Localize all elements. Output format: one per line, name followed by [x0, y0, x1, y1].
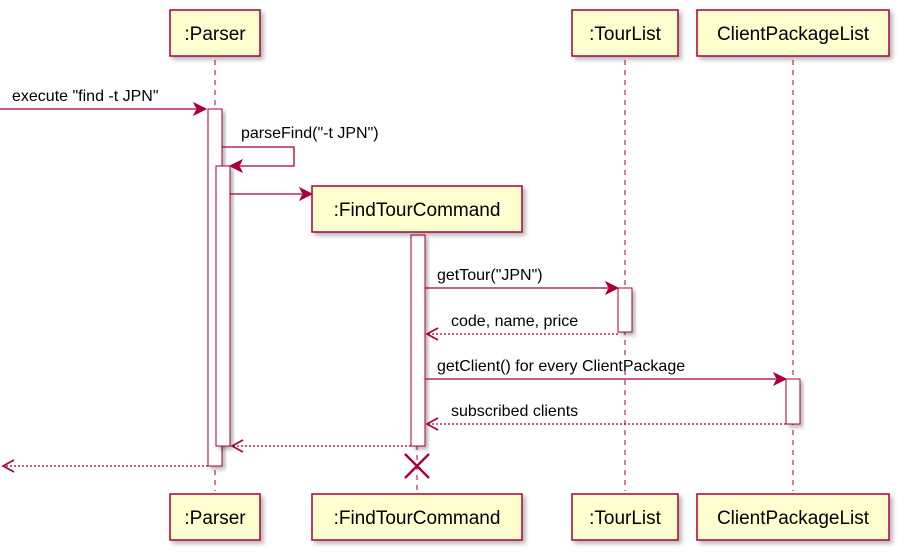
message-command-return [230, 439, 411, 453]
message-client-return: subscribed clients [425, 403, 786, 431]
participant-client-package-list-label: ClientPackageList [717, 24, 870, 45]
participant-tour-list-label: :TourList [589, 24, 662, 45]
message-tour-return: code, name, price [425, 313, 618, 341]
destroy-marker-icon [404, 453, 430, 479]
message-parse-find-label: parseFind("-t JPN") [241, 125, 379, 142]
participant-tour-list-top: :TourList [571, 9, 679, 57]
participant-find-tour-command-bottom: :FindTourCommand [311, 493, 523, 541]
participant-find-tour-command-created: :FindTourCommand [311, 185, 523, 233]
activation-tour-list [617, 287, 633, 333]
participant-tour-list-bottom: :TourList [571, 493, 679, 541]
participant-parser-top: :Parser [169, 9, 261, 57]
message-create-command [230, 186, 314, 202]
message-execute-label: execute "find -t JPN" [12, 88, 159, 105]
participant-find-tour-command-label: :FindTourCommand [334, 200, 501, 221]
participant-find-tour-command-bottom-label: :FindTourCommand [334, 508, 501, 529]
message-parse-find: parseFind("-t JPN") [222, 125, 379, 174]
participant-parser-label: :Parser [184, 24, 246, 45]
participant-client-package-list-top: ClientPackageList [696, 9, 890, 57]
activation-client-package-list [785, 378, 801, 425]
participant-parser-bottom: :Parser [169, 493, 261, 541]
participant-client-package-list-bottom-label: ClientPackageList [717, 508, 870, 529]
message-get-tour-label: getTour("JPN") [437, 267, 543, 284]
activation-find-tour-command [410, 234, 426, 447]
message-get-client-label: getClient() for every ClientPackage [437, 358, 685, 375]
participant-client-package-list-bottom: ClientPackageList [696, 493, 890, 541]
message-tour-return-label: code, name, price [451, 313, 578, 330]
activation-parser-inner [215, 165, 231, 447]
message-get-tour: getTour("JPN") [425, 267, 620, 296]
participant-parser-bottom-label: :Parser [184, 508, 246, 529]
message-get-client: getClient() for every ClientPackage [425, 358, 788, 387]
message-execute: execute "find -t JPN" [0, 88, 208, 117]
participant-tour-list-bottom-label: :TourList [589, 508, 662, 529]
message-parser-return [1, 459, 208, 473]
message-client-return-label: subscribed clients [451, 403, 578, 420]
